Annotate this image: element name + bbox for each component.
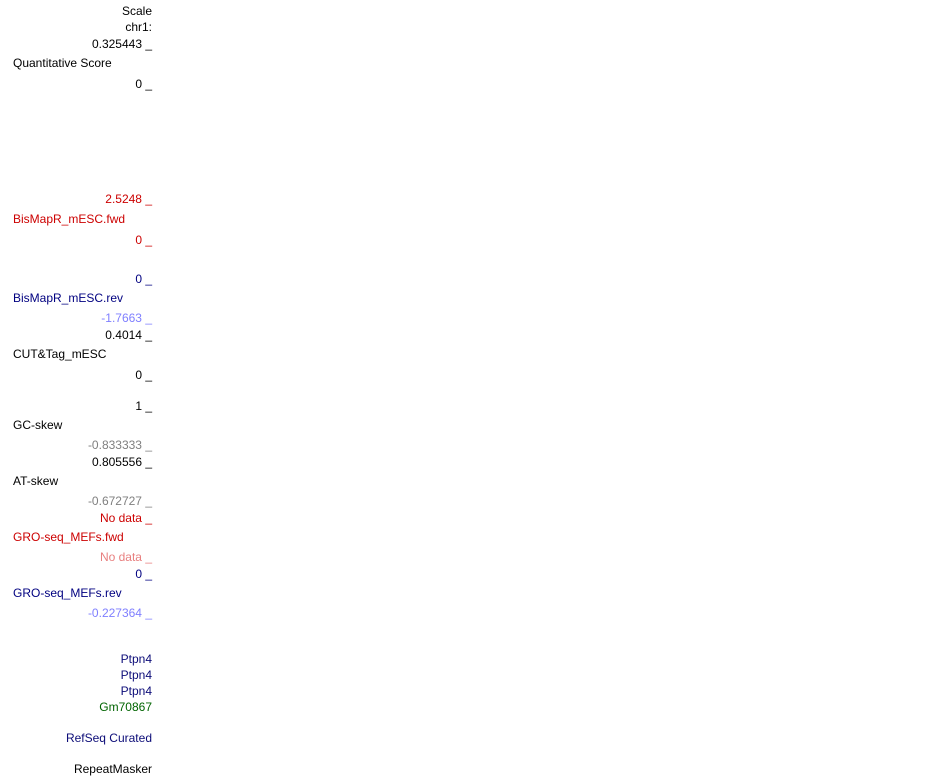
track-label-panel: Scale chr1: 0.325443 _ Quantitative Scor… <box>0 0 160 777</box>
gene-label[interactable]: Gm70867 <box>99 700 152 714</box>
gc-skew-max: 1 _ <box>135 399 152 413</box>
quantitative-score-track-label[interactable]: Quantitative Score <box>13 56 112 70</box>
cuttag-max: 0.4014 _ <box>105 328 152 342</box>
quantitative-score-min: 0 _ <box>135 77 152 91</box>
cuttag-min: 0 _ <box>135 368 152 382</box>
chromosome-label[interactable]: chr1: <box>125 20 152 34</box>
bismapr-rev-track-label[interactable]: BisMapR_mESC.rev <box>13 291 124 305</box>
refseq-curated-track-label[interactable]: RefSeq Curated <box>65 731 152 745</box>
quantitative-score-max: 0.325443 _ <box>91 37 152 51</box>
bismapr-fwd-max: 2.5248 _ <box>105 192 152 206</box>
gene-label[interactable]: Ptpn4 <box>120 684 152 698</box>
gc-skew-min: -0.833333 _ <box>87 438 152 452</box>
track-data-panel[interactable] <box>160 0 950 777</box>
gene-label[interactable]: Ptpn4 <box>120 652 152 666</box>
at-skew-max: 0.805556 _ <box>91 455 152 469</box>
gro-rev-min: -0.227364 _ <box>87 606 152 620</box>
gro-fwd-min: No data _ <box>99 550 152 564</box>
gc-skew-track-label[interactable]: GC-skew <box>13 418 63 432</box>
gro-fwd-max: No data _ <box>99 511 152 525</box>
bismapr-rev-min: -1.7663 _ <box>101 311 152 325</box>
gene-label[interactable]: Ptpn4 <box>120 668 152 682</box>
cuttag-track-label[interactable]: CUT&Tag_mESC <box>13 347 107 361</box>
bismapr-fwd-min: 0 _ <box>135 233 152 247</box>
at-skew-track-label[interactable]: AT-skew <box>13 474 59 488</box>
at-skew-min: -0.672727 _ <box>87 494 152 508</box>
gro-fwd-track-label[interactable]: GRO-seq_MEFs.fwd <box>13 530 124 544</box>
bismapr-rev-max: 0 _ <box>135 272 152 286</box>
repeatmasker-track-label[interactable]: RepeatMasker <box>73 762 152 776</box>
scale-label[interactable]: Scale <box>121 4 152 18</box>
gro-rev-max: 0 _ <box>135 567 152 581</box>
gro-rev-track-label[interactable]: GRO-seq_MEFs.rev <box>13 586 122 600</box>
bismapr-fwd-track-label[interactable]: BisMapR_mESC.fwd <box>13 212 126 226</box>
